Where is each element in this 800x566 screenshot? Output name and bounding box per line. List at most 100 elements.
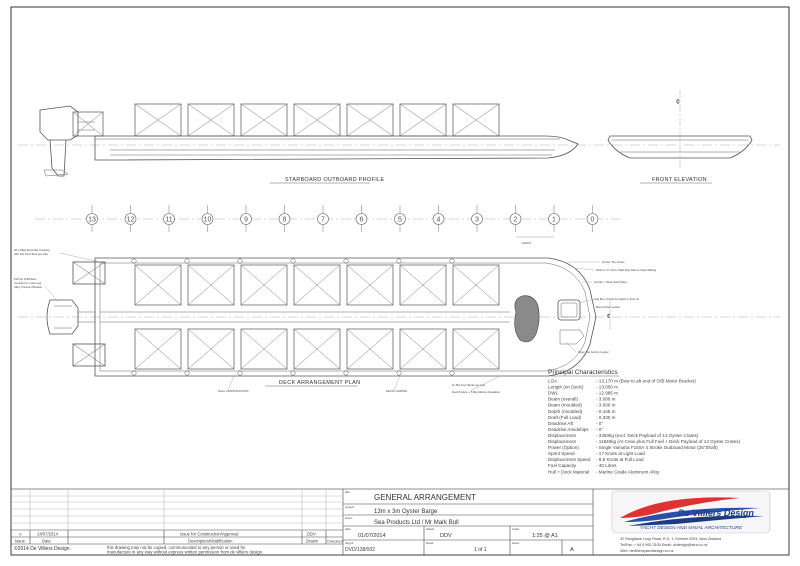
svg-text:Cap Box / Flush Fit Hatch in 5: Cap Box / Flush Fit Hatch in 5mm Al — [594, 297, 639, 301]
station-marker: 3 — [471, 205, 483, 232]
station-label: 0 — [591, 217, 595, 224]
svg-text:date:: date: — [345, 527, 352, 531]
rev-header-desc: Description/Modification — [188, 539, 233, 544]
crate-upper — [240, 264, 288, 306]
station-marker: 9 — [240, 205, 252, 232]
client-name: Sea Products Ltd / Mr Mark Bull — [374, 520, 459, 526]
copyright-footer: ©2014 De Villiers Design. this drawing m… — [14, 545, 263, 555]
drawn-by: DDV — [440, 533, 452, 539]
notice-line-1: this drawing may not be copied, communic… — [107, 545, 246, 550]
svg-text:Open Top Anchor Locker: Open Top Anchor Locker — [578, 350, 609, 354]
characteristic-label: DWL — [548, 391, 559, 396]
deck-plan: ¢ DECK ARRANGEMENT PLAN — [18, 257, 780, 387]
station-marker: 11 — [163, 205, 175, 232]
svg-text:scale:: scale: — [512, 527, 520, 531]
crate-lower — [240, 328, 288, 370]
cleat-icon — [449, 370, 455, 376]
characteristic-label: LOA — [548, 379, 558, 384]
logo-name: De Villiers Design — [678, 508, 754, 518]
profile-crate — [240, 103, 288, 137]
svg-text:40 x Plate Deck Bar Framing: 40 x Plate Deck Bar Framing — [14, 248, 50, 252]
station-label: 5 — [398, 217, 402, 224]
station-marker: 12 — [124, 205, 137, 232]
svg-text:100mm ∅ x 8mm Wall Pipe Rail o: 100mm ∅ x 8mm Wall Pipe Rail on Deck Rai… — [596, 268, 657, 272]
svg-text:150 Hp O/B Motor: 150 Hp O/B Motor — [14, 277, 37, 281]
svg-text:HULL CONSTRUCTION: HULL CONSTRUCTION — [218, 389, 248, 393]
rev-header-drawn: Drawn — [306, 539, 319, 544]
characteristic-value: - 11840kg (At Crew plus Full Fuel + Deck… — [596, 439, 741, 444]
station-label: 12 — [127, 217, 135, 224]
deck-plan-label: DECK ARRANGEMENT PLAN — [279, 380, 360, 386]
station-marker: 0 — [586, 205, 599, 232]
copyright: ©2014 De Villiers Design. — [14, 545, 71, 552]
sheet-number: 1 of 1 — [474, 547, 487, 553]
floatation-foam — [514, 295, 540, 343]
starboard-profile: STARBOARD OUTBOARD PROFILE — [18, 103, 780, 184]
station-label: 1 — [552, 217, 556, 224]
rev-header-checked: Checked — [327, 539, 343, 544]
characteristic-label: Depth (moulded) — [548, 409, 583, 414]
characteristic-value: - 17 Knots at Light Load — [596, 451, 645, 456]
station-label: 11 — [165, 217, 172, 224]
crate-upper — [452, 264, 500, 306]
svg-text:Fender + Deck Seal Fitted: Fender + Deck Seal Fitted — [594, 280, 627, 284]
characteristic-label: Beam (overall) — [548, 397, 578, 402]
svg-text:2x 50L Fuel Tanks per side: 2x 50L Fuel Tanks per side — [452, 383, 486, 387]
characteristic-value: - 3450kg (excl. Deck Payload of 14 Oyste… — [596, 433, 699, 438]
characteristic-label: Displacement Speed — [548, 457, 591, 462]
crate-upper — [293, 264, 341, 306]
profile-crate — [187, 103, 235, 137]
characteristic-value: - 0° — [596, 421, 603, 426]
characteristic-value: - 0° — [596, 427, 603, 432]
station-marker: 8 — [278, 205, 291, 232]
company-web: Web: devilliersyachtdesign.co.nz — [620, 549, 674, 553]
characteristic-label: Hull + Deck Material — [548, 469, 589, 474]
station-label: 6 — [360, 217, 364, 224]
svg-text:project:: project: — [345, 505, 355, 509]
crate-upper — [346, 264, 394, 306]
characteristic-label: Displacement — [548, 433, 577, 438]
company-logo: De Villiers Design YACHT DESIGN AND NAVA… — [611, 490, 771, 553]
characteristic-value: - Marine Grade Aluminum Alloy — [596, 469, 660, 474]
crate-lower — [346, 328, 394, 370]
principal-characteristics: Principal Characteristics LOA- 13.170 m … — [548, 369, 741, 474]
svg-text:issue:: issue: — [512, 541, 520, 545]
drawing-number: DVD/138/002 — [345, 547, 375, 553]
svg-text:Alloy Transom Bracket: Alloy Transom Bracket — [14, 285, 42, 289]
station-marker: 4 — [432, 205, 445, 232]
characteristic-value: - 3.080 m — [596, 397, 616, 402]
cleat-icon — [237, 258, 243, 264]
svg-text:¢: ¢ — [676, 99, 680, 106]
cleat-icon — [184, 258, 190, 264]
characteristic-label: Length (on Deck) — [548, 385, 584, 390]
station-marker: 6 — [355, 205, 368, 232]
cleat-icon — [343, 370, 349, 376]
characteristic-value: - 8.5 Knots at Full Load — [596, 457, 644, 462]
station-marker: 1 — [548, 205, 560, 232]
characteristic-value: - Single Yamaha F150A 4 Stroke Outboard … — [596, 445, 718, 450]
station-label: 2 — [514, 217, 518, 224]
cleat-icon — [184, 370, 190, 376]
svg-text:client:: client: — [345, 516, 353, 520]
rev-by: DDV — [307, 532, 316, 537]
svg-text:dwg #:: dwg #: — [345, 541, 354, 545]
profile-crate — [452, 103, 500, 137]
characteristic-label: Fuel Capacity — [548, 463, 577, 468]
rev-header-date: Date — [42, 539, 52, 544]
rev-desc: Issue for Construction/Approval — [180, 532, 238, 537]
notice-line-2: manufacture in any way without express w… — [107, 550, 263, 555]
drawing-scale: 1:25 @ A1 — [532, 533, 558, 539]
svg-text:Deck Fixture + 6 Bar Marine Fl: Deck Fixture + 6 Bar Marine Floatation — [452, 390, 500, 394]
rev-issue: A — [19, 532, 22, 537]
revision-table: A 14/07/2014 Issue for Construction/Appr… — [15, 532, 343, 544]
crate-lower — [293, 328, 341, 370]
crate-upper — [187, 264, 235, 306]
crate-lower — [452, 328, 500, 370]
characteristic-value: - 13.170 m (Bow to aft end of O/B Motor … — [596, 379, 696, 384]
characteristic-label: Sprint Speed — [548, 451, 575, 456]
crate-lower — [134, 328, 182, 370]
issue-letter: A — [570, 547, 574, 553]
cleat-icon — [343, 258, 349, 264]
profile-crate — [293, 103, 341, 137]
front-elevation: ¢ FRONT ELEVATION — [607, 90, 753, 184]
